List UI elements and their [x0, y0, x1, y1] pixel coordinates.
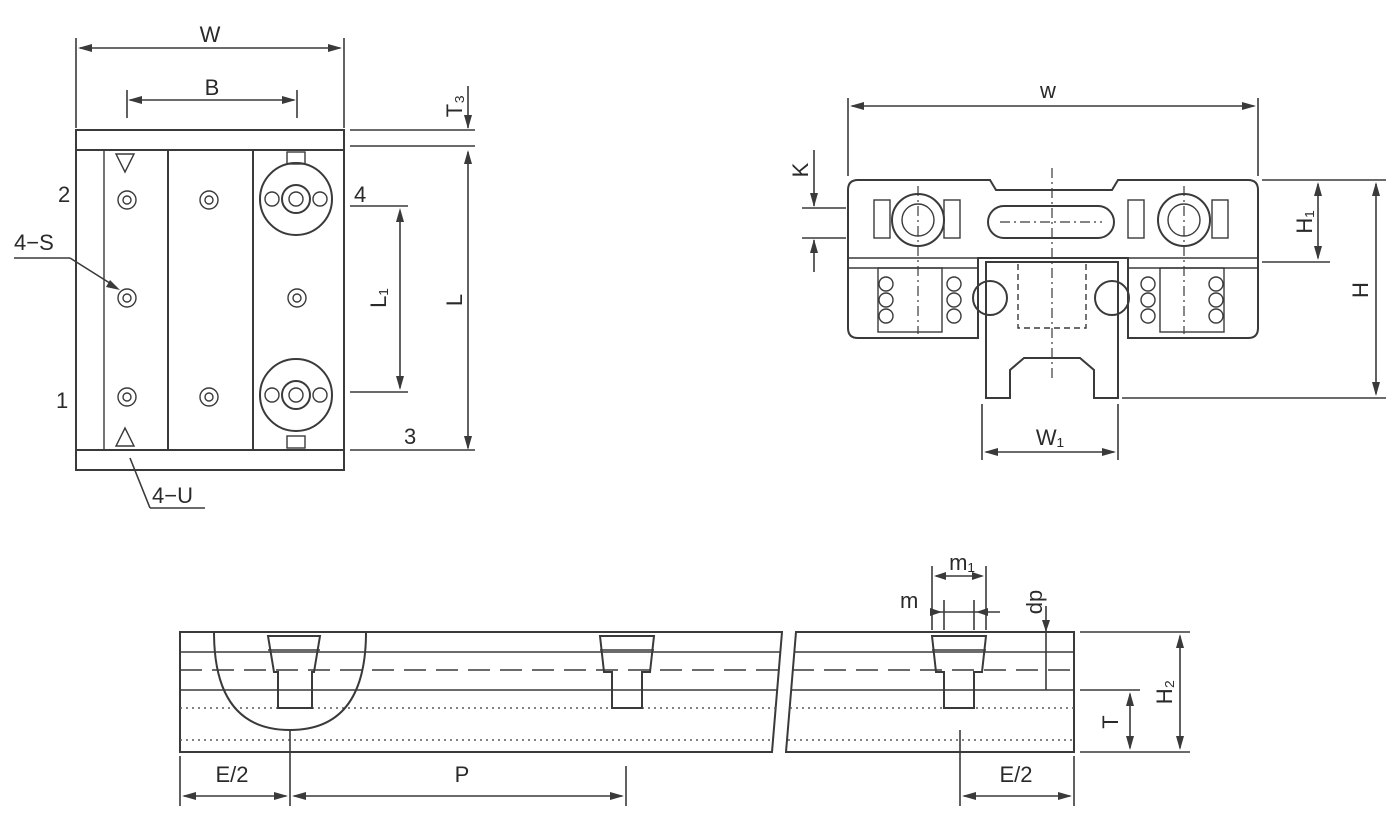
label-E2-left: E/2	[215, 762, 248, 787]
lower-ball-circuit-left	[877, 267, 962, 333]
lubrication-slot	[987, 205, 1115, 239]
label-L1: L₁	[366, 288, 391, 308]
callout-1: 1	[56, 388, 68, 413]
label-K: K	[788, 162, 813, 177]
label-m: m	[900, 588, 918, 613]
label-E2-right: E/2	[999, 762, 1032, 787]
carriage-body	[847, 179, 1259, 339]
label-P: P	[455, 762, 470, 787]
mounting-hole	[287, 288, 307, 308]
counterbore-hole	[598, 635, 656, 709]
lower-ball-circuit-right	[1140, 267, 1225, 333]
label-4S: 4−S	[14, 230, 54, 255]
label-H1: H₁	[1292, 210, 1317, 233]
label-H: H	[1348, 282, 1373, 298]
label-H2: H₂	[1152, 680, 1177, 704]
label-m1: m₁	[949, 550, 975, 575]
ball-bearing-end	[259, 358, 333, 449]
label-T: T	[1098, 715, 1123, 728]
counterbore-hole	[930, 635, 988, 709]
mounting-hole	[117, 387, 137, 407]
label-W: W	[200, 22, 221, 47]
rail-segment-right	[784, 631, 1075, 753]
mounting-hole	[199, 387, 219, 407]
upper-ball-left	[873, 193, 961, 247]
rail-segment-left	[179, 631, 784, 753]
carriage-outline	[75, 129, 345, 471]
callout-4: 4	[354, 182, 366, 207]
label-w: w	[1039, 78, 1056, 103]
counterbore-hole	[266, 635, 322, 709]
mounting-hole	[117, 288, 137, 308]
label-L: L	[442, 294, 467, 306]
ball-bearing-end	[259, 151, 333, 236]
end-view: w K H₁ H W₁	[788, 78, 1386, 460]
rail-view: m₁ m dp H₂ T E/2 P	[179, 550, 1190, 806]
mounting-hole	[117, 190, 137, 210]
seal-notch-top	[114, 153, 136, 174]
label-dp: dp	[1022, 590, 1047, 614]
cutaway-arc	[213, 631, 367, 732]
callout-2: 2	[58, 182, 70, 207]
label-4U: 4−U	[152, 483, 193, 508]
mounting-hole	[199, 190, 219, 210]
callout-3: 3	[404, 424, 416, 449]
top-view: W B T₃ L L₁ 2 4 1 3 4−S	[14, 22, 475, 509]
rail-profile	[985, 261, 1119, 399]
label-B: B	[205, 75, 220, 100]
label-T3: T₃	[442, 95, 467, 117]
upper-ball-right	[1127, 193, 1229, 247]
seal-notch-bottom	[114, 426, 136, 447]
label-W1: W₁	[1036, 425, 1064, 450]
